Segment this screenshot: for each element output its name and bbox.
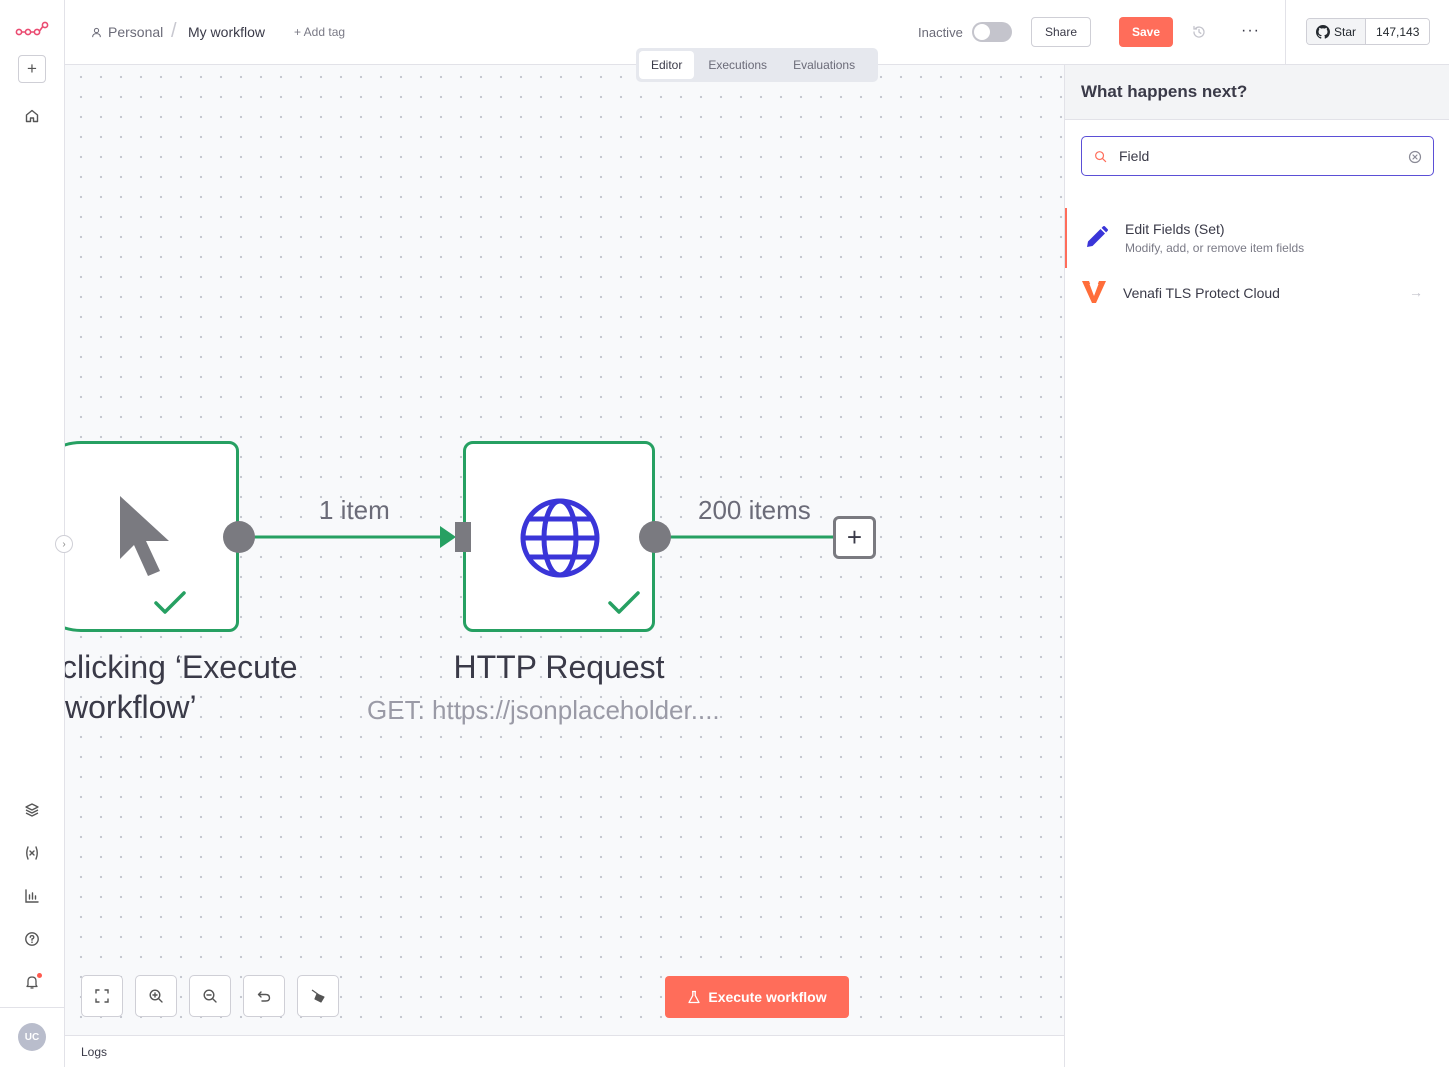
connections-layer [239, 526, 833, 548]
trigger-node-title-line1: clicking ‘Execute [65, 649, 298, 685]
main-sidebar: + UC [0, 0, 65, 1067]
trigger-node-title: clicking ‘Execute workflow’ [65, 647, 321, 727]
history-icon[interactable] [1191, 24, 1207, 40]
panel-title: What happens next? [1081, 82, 1248, 101]
connection-arrow-1 [440, 526, 456, 548]
breadcrumb-project-label: Personal [108, 24, 164, 40]
logo-icon[interactable] [15, 20, 49, 40]
pencil-icon [1087, 225, 1109, 247]
fit-view-button[interactable] [81, 975, 123, 1017]
clear-search-icon[interactable] [1408, 150, 1422, 164]
variables-icon[interactable] [20, 841, 44, 865]
execute-workflow-button[interactable]: Execute workflow [665, 976, 849, 1018]
breadcrumb-project[interactable]: Personal [91, 24, 163, 40]
insights-icon[interactable] [20, 884, 44, 908]
bell-icon[interactable] [20, 970, 44, 994]
undo-icon [257, 991, 271, 1002]
zoom-in-button[interactable] [135, 975, 177, 1017]
result-title: Venafi TLS Protect Cloud [1123, 285, 1280, 301]
notification-dot [37, 973, 42, 978]
workflow-name[interactable]: My workflow [188, 24, 266, 40]
zoom-in-icon [149, 989, 163, 1003]
save-button[interactable]: Save [1119, 17, 1173, 47]
share-button[interactable]: Share [1031, 17, 1091, 47]
reset-zoom-button[interactable] [243, 975, 285, 1017]
search-icon [1095, 151, 1107, 163]
tab-evaluations[interactable]: Evaluations [793, 58, 856, 72]
user-avatar[interactable]: UC [18, 1023, 46, 1051]
github-star-label: Star [1334, 24, 1357, 39]
breadcrumb-separator: / [171, 20, 177, 42]
sidebar-divider [0, 1007, 64, 1008]
header-divider [1285, 0, 1286, 65]
broom-icon [311, 989, 325, 1003]
output-handle[interactable] [638, 520, 672, 554]
logs-panel-bar[interactable]: Logs [65, 1035, 1064, 1067]
manual-trigger-node[interactable] [65, 441, 239, 632]
trigger-node-title-line2: workflow’ [65, 689, 197, 725]
edge-label-2: 200 items [698, 495, 811, 525]
expand-sidebar-chevron-icon[interactable]: › [55, 535, 73, 553]
view-tabs: Editor Executions Evaluations [636, 48, 878, 82]
edge-label-1: 1 item [319, 495, 390, 525]
arrow-right-icon: → [1409, 284, 1423, 300]
panel-header: What happens next? [1065, 65, 1449, 120]
user-icon [92, 27, 101, 37]
tidy-up-button[interactable] [297, 975, 339, 1017]
create-new-button[interactable]: + [18, 55, 46, 83]
github-star-button[interactable]: Star 147,143 [1306, 18, 1431, 45]
tab-editor[interactable]: Editor [639, 51, 695, 79]
more-options-icon[interactable]: ··· [1241, 22, 1260, 39]
zoom-out-button[interactable] [189, 975, 231, 1017]
zoom-out-icon [203, 989, 217, 1003]
execute-workflow-label: Execute workflow [708, 989, 827, 1005]
tab-executions[interactable]: Executions [708, 58, 768, 72]
node-creator-panel: What happens next? Edit Fields (Set) Mod… [1064, 65, 1449, 1067]
help-icon[interactable] [20, 927, 44, 951]
github-icon [1316, 24, 1330, 39]
home-icon[interactable] [20, 104, 44, 128]
success-check-icon [608, 591, 640, 614]
result-description: Modify, add, or remove item fields [1125, 241, 1305, 255]
result-title: Edit Fields (Set) [1125, 221, 1225, 237]
node-search-box[interactable] [1081, 136, 1434, 176]
add-tag-button[interactable]: + Add tag [294, 25, 346, 39]
workflow-canvas[interactable]: clicking ‘Execute workflow’ HTTP Request… [65, 65, 1064, 1035]
result-venafi[interactable]: Venafi TLS Protect Cloud → [1065, 275, 1449, 313]
fullscreen-icon [95, 989, 109, 1003]
logs-label: Logs [81, 1045, 108, 1059]
result-edit-fields[interactable]: Edit Fields (Set) Modify, add, or remove… [1065, 208, 1449, 268]
add-node-button[interactable]: + [833, 516, 876, 559]
success-check-icon [154, 591, 186, 614]
output-handle[interactable] [222, 520, 256, 554]
github-star-count: 147,143 [1366, 19, 1430, 44]
flask-icon [688, 990, 701, 1004]
globe-icon [520, 498, 600, 578]
active-toggle[interactable] [972, 22, 1012, 42]
venafi-icon [1082, 281, 1106, 303]
toggle-knob [974, 24, 990, 40]
cursor-icon [120, 496, 169, 576]
github-star-label-wrap: Star [1307, 19, 1367, 44]
templates-icon[interactable] [20, 798, 44, 822]
http-request-node[interactable] [463, 441, 655, 632]
http-node-subtitle: GET: https://jsonplaceholder.... [367, 695, 720, 725]
node-search-input[interactable] [1119, 145, 1399, 167]
http-node-title: HTTP Request [453, 649, 665, 685]
activation-status-label: Inactive [918, 25, 963, 40]
input-handle[interactable] [454, 521, 472, 553]
